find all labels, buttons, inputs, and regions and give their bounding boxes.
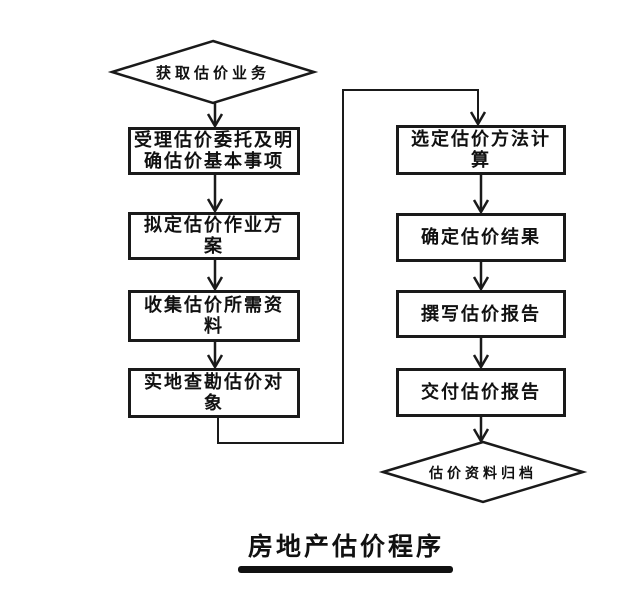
end-diamond-shape [378, 440, 588, 504]
arrow-head-down-icon [206, 354, 224, 370]
step-label: 交付估价报告 [421, 382, 541, 402]
title-underline [238, 566, 453, 573]
step-label: 撰写估价报告 [421, 303, 541, 324]
step-box-collect-materials: 收集估价所需资 料 [128, 290, 300, 342]
step-label: 受理估价委托及明 确估价基本事项 [134, 130, 294, 171]
step-label: 实地查勘估价对 象 [144, 372, 284, 413]
arrow-head-down-icon [206, 276, 224, 292]
arrow-head-down-icon [472, 354, 490, 370]
start-diamond-label: 获取估价业务 [155, 65, 270, 82]
step-box-draft-work-plan: 拟定估价作业方 案 [128, 212, 300, 260]
arrow-head-down-icon [472, 428, 490, 444]
step-box-select-method: 选定估价方法计 算 [396, 125, 566, 175]
flow-arrows-left [206, 103, 224, 370]
arrow-head-down-icon [206, 198, 224, 214]
step-label: 确定估价结果 [421, 227, 541, 247]
step-box-deliver-report: 交付估价报告 [396, 368, 566, 417]
arrow-head-down-icon [472, 276, 490, 292]
step-label: 选定估价方法计 算 [411, 129, 551, 170]
step-box-determine-result: 确定估价结果 [396, 213, 566, 262]
arrow-head-down-icon [206, 113, 224, 129]
step-label: 收集估价所需资 料 [144, 295, 284, 336]
diagram-title: 房地产估价程序 [247, 533, 444, 561]
flow-arrows-right [472, 175, 490, 444]
arrow-head-down-icon [469, 111, 487, 127]
arrow-head-down-icon [472, 199, 490, 215]
step-label: 拟定估价作业方 案 [144, 215, 284, 256]
start-diamond-shape [107, 39, 319, 105]
loop-connector-line [217, 89, 479, 444]
step-box-write-report: 撰写估价报告 [396, 290, 566, 338]
loop-connector [217, 89, 487, 444]
step-box-site-inspection: 实地查勘估价对 象 [128, 368, 300, 418]
step-box-accept-commission: 受理估价委托及明 确估价基本事项 [128, 127, 300, 175]
end-diamond-label: 估价资料归档 [429, 465, 537, 481]
